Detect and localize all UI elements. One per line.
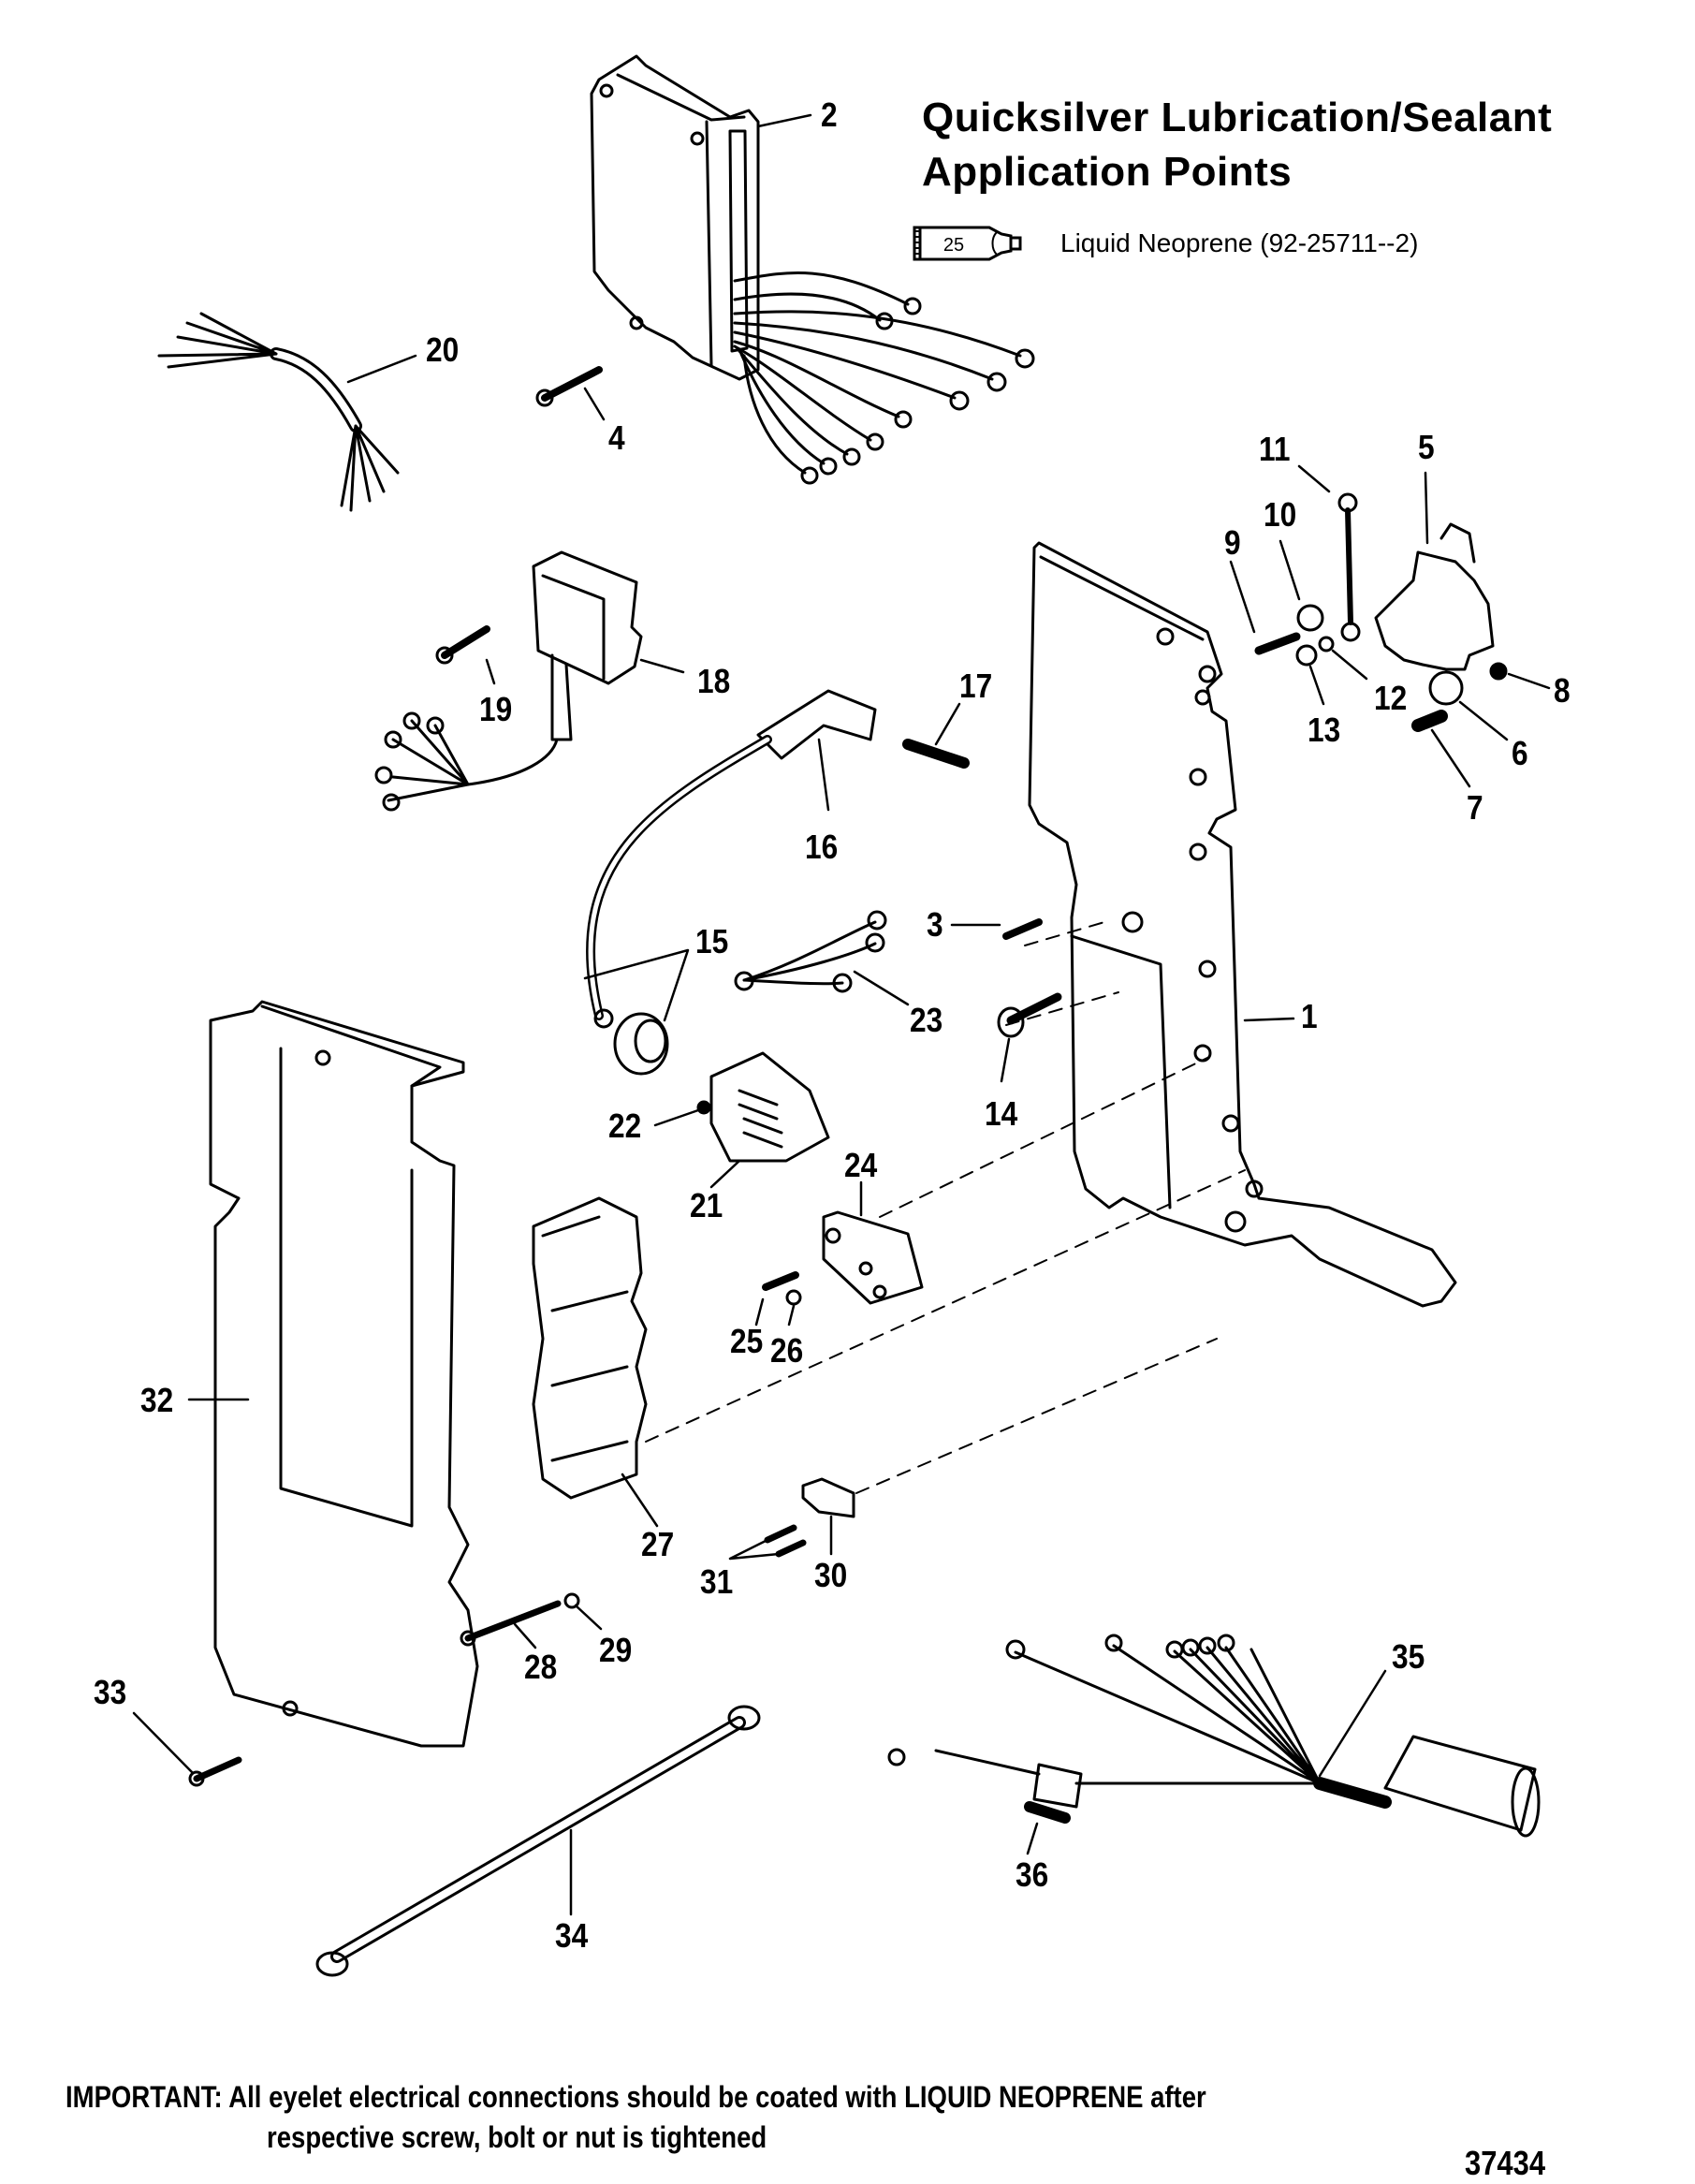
part-11-ground-strap[interactable]	[1297, 464, 1361, 642]
part-30-clamp[interactable]	[801, 1477, 855, 1556]
part-15-boot[interactable]	[583, 948, 690, 1076]
sealant-tube-icon: 25	[913, 225, 1044, 262]
part-7-bushing[interactable]	[1411, 710, 1471, 788]
part-31-screws[interactable]	[728, 1524, 807, 1561]
figure-number: 37434	[1465, 2144, 1546, 2182]
legend-label: Liquid Neoprene (92-25711--2)	[1060, 228, 1419, 257]
part-22-nut[interactable]	[653, 1100, 711, 1127]
part-26-nut[interactable]	[785, 1289, 802, 1327]
part-35-wiring-harness[interactable]	[887, 1634, 1541, 1838]
part-18-rectifier[interactable]	[374, 550, 685, 812]
important-note-line-2: respective screw, bolt or nut is tighten…	[267, 2120, 767, 2154]
callout-2[interactable]: 2	[821, 95, 838, 134]
part-19-screw[interactable]	[435, 625, 496, 685]
part-2-switch-box[interactable]	[590, 54, 1035, 485]
callout-36[interactable]: 36	[1016, 1855, 1049, 1894]
callout-34[interactable]: 34	[555, 1916, 589, 1955]
part-13-nut[interactable]	[1295, 644, 1325, 706]
callout-21[interactable]: 21	[690, 1186, 723, 1224]
callout-17[interactable]: 17	[959, 667, 993, 705]
callout-9[interactable]: 9	[1224, 523, 1241, 562]
part-23-jumper-wire[interactable]	[734, 910, 910, 1006]
callout-5[interactable]: 5	[1418, 428, 1435, 466]
callout-26[interactable]: 26	[770, 1331, 804, 1370]
part-17-spark-plug[interactable]	[902, 702, 970, 769]
callout-20[interactable]: 20	[426, 330, 460, 369]
callout-7[interactable]: 7	[1467, 788, 1483, 827]
callout-3[interactable]: 3	[927, 905, 943, 944]
part-8-nut[interactable]	[1489, 662, 1551, 690]
callout-18[interactable]: 18	[697, 662, 731, 700]
callout-29[interactable]: 29	[599, 1631, 633, 1669]
tube-number: 25	[943, 235, 964, 256]
part-14-bolt[interactable]	[997, 992, 1062, 1083]
part-3-screw[interactable]	[950, 918, 1043, 940]
callout-32[interactable]: 32	[140, 1381, 174, 1419]
callout-16[interactable]: 16	[805, 828, 839, 866]
callout-30[interactable]: 30	[814, 1556, 848, 1594]
callout-1[interactable]: 1	[1301, 997, 1318, 1035]
callout-19[interactable]: 19	[479, 690, 513, 728]
callout-12[interactable]: 12	[1374, 679, 1408, 717]
callout-25[interactable]: 25	[730, 1322, 764, 1360]
alignment-lines	[645, 921, 1246, 1494]
callout-10[interactable]: 10	[1264, 495, 1297, 534]
callout-24[interactable]: 24	[844, 1146, 878, 1184]
part-36-fuse[interactable]	[1024, 1801, 1071, 1855]
important-note-line-1: IMPORTANT: All eyelet electrical connect…	[66, 2080, 1206, 2114]
callout-22[interactable]: 22	[608, 1107, 642, 1145]
part-29-washer[interactable]	[563, 1592, 603, 1631]
callout-6[interactable]: 6	[1512, 734, 1528, 772]
callout-11[interactable]: 11	[1259, 430, 1291, 468]
part-25-screw[interactable]	[754, 1271, 799, 1327]
sealant-legend: 25 Liquid Neoprene (92-25711--2)	[913, 225, 1418, 262]
callout-15[interactable]: 15	[695, 922, 729, 960]
callout-28[interactable]: 28	[524, 1648, 558, 1686]
part-10-washer[interactable]	[1279, 539, 1324, 632]
callout-27[interactable]: 27	[641, 1525, 675, 1563]
callout-14[interactable]: 14	[985, 1094, 1018, 1133]
part-33-screw[interactable]	[132, 1711, 242, 1787]
part-34-ground-cable[interactable]	[315, 1705, 761, 1977]
part-32-cover[interactable]	[187, 1000, 479, 1748]
part-9-screw[interactable]	[1229, 560, 1301, 655]
part-5-switch[interactable]	[1374, 471, 1495, 671]
diagram-title-line-1: Quicksilver Lubrication/Sealant	[922, 95, 1553, 140]
diagram-title-line-2: Application Points	[922, 149, 1293, 195]
callout-8[interactable]: 8	[1554, 671, 1571, 710]
callout-33[interactable]: 33	[94, 1673, 127, 1711]
callout-31[interactable]: 31	[700, 1562, 734, 1601]
part-24-bracket[interactable]	[822, 1180, 924, 1305]
callout-4[interactable]: 4	[608, 418, 625, 457]
part-6-knob[interactable]	[1428, 670, 1509, 741]
part-21-ignition-coil[interactable]	[709, 1051, 830, 1189]
callout-35[interactable]: 35	[1392, 1637, 1425, 1676]
part-28-bolt[interactable]	[460, 1600, 562, 1649]
part-27-module[interactable]	[532, 1196, 659, 1528]
callout-13[interactable]: 13	[1308, 711, 1341, 749]
part-20-wire-harness[interactable]	[157, 312, 417, 512]
callout-23[interactable]: 23	[910, 1001, 943, 1039]
part-4-screw[interactable]	[535, 366, 606, 421]
part-12-lockwasher[interactable]	[1318, 636, 1368, 681]
part-16-spark-plug-lead[interactable]	[586, 689, 877, 1029]
part-1-mounting-plate[interactable]	[1028, 541, 1457, 1308]
